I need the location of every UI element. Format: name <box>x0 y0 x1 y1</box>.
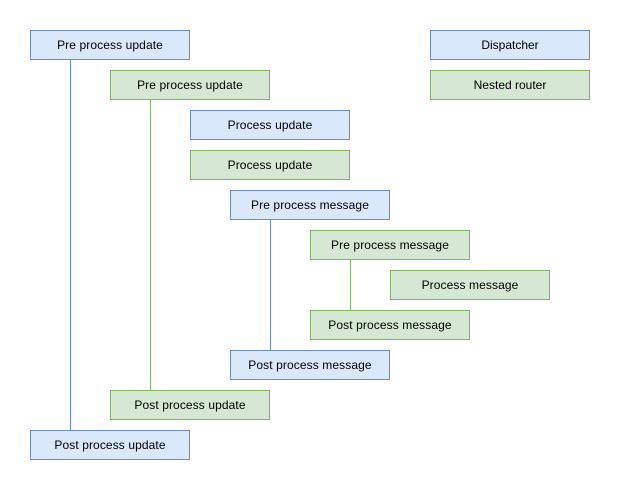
node-pre-process-message-dispatcher[interactable]: Pre process message <box>230 190 390 220</box>
connector-pre-process-update-nested-to-post-process-update <box>150 100 151 390</box>
legend-item-dispatcher: Dispatcher <box>430 30 590 60</box>
node-process-update-dispatcher[interactable]: Process update <box>190 110 350 140</box>
node-pre-process-message-nested[interactable]: Pre process message <box>310 230 470 260</box>
node-post-process-update-dispatcher[interactable]: Post process update <box>30 430 190 460</box>
node-pre-process-update-dispatcher[interactable]: Pre process update <box>30 30 190 60</box>
connector-pre-process-message-to-post-process-message <box>270 220 271 350</box>
connector-pre-process-update-to-post-process-update <box>70 60 71 430</box>
node-post-process-message-dispatcher[interactable]: Post process message <box>230 350 390 380</box>
node-process-message-nested[interactable]: Process message <box>390 270 550 300</box>
node-process-update-nested[interactable]: Process update <box>190 150 350 180</box>
legend-item-nested-router: Nested router <box>430 70 590 100</box>
node-post-process-update-nested[interactable]: Post process update <box>110 390 270 420</box>
node-pre-process-update-nested[interactable]: Pre process update <box>110 70 270 100</box>
node-post-process-message-nested[interactable]: Post process message <box>310 310 470 340</box>
connector-pre-process-message-nested-to-post-process-message <box>350 260 351 310</box>
